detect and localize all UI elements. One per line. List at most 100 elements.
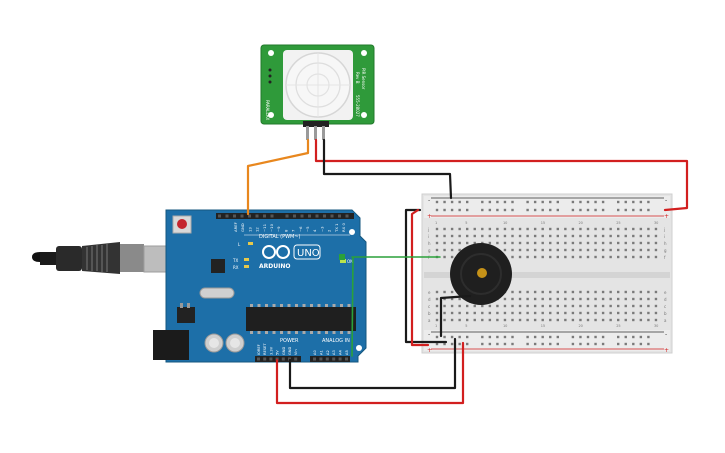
- analog-pin[interactable]: [345, 357, 348, 361]
- rail-hole: [624, 208, 627, 212]
- power-pin[interactable]: [288, 357, 291, 361]
- rail-hole: [579, 200, 582, 204]
- hole: [533, 248, 537, 252]
- analog-pin[interactable]: [325, 357, 329, 361]
- header-pin[interactable]: [323, 214, 326, 218]
- header-pin[interactable]: [263, 214, 266, 218]
- header-pin[interactable]: [270, 214, 274, 218]
- wire-red-arduino-5v[interactable]: [275, 341, 465, 405]
- rail-hole: [632, 200, 635, 204]
- analog-pin[interactable]: [319, 357, 323, 361]
- header-pin[interactable]: [330, 214, 334, 218]
- wire-red-pir-vcc[interactable]: [314, 138, 689, 212]
- column-number: 10: [503, 324, 507, 328]
- analog-pin[interactable]: [332, 357, 336, 361]
- hole: [435, 297, 439, 301]
- hole: [647, 241, 650, 245]
- hole: [586, 297, 590, 301]
- hole: [556, 297, 559, 301]
- header-pin-label: 7: [291, 229, 296, 232]
- row-letter: b: [428, 311, 431, 316]
- hole: [624, 311, 627, 315]
- hole: [579, 318, 582, 322]
- row-letter: j: [427, 227, 429, 232]
- digital-header[interactable]: [216, 213, 354, 219]
- power-pin[interactable]: [269, 357, 273, 361]
- power-pin[interactable]: [281, 357, 285, 361]
- wire-orange-signal[interactable]: [246, 138, 310, 216]
- pir-sensor[interactable]: PIR Sensor Rev B PARALLAX 555-28027: [260, 44, 375, 140]
- header-pin[interactable]: [308, 214, 311, 218]
- mount-hole: [349, 229, 355, 235]
- header-pin[interactable]: [233, 214, 236, 218]
- header-pin[interactable]: [218, 214, 221, 218]
- row-letter: i: [428, 234, 429, 239]
- header-pin[interactable]: [315, 214, 319, 218]
- rail-hole: [526, 200, 529, 204]
- hole: [466, 304, 469, 308]
- hole: [632, 290, 635, 294]
- hole: [466, 227, 469, 231]
- wire-black-arduino-gnd[interactable]: [288, 337, 457, 390]
- hole: [586, 290, 590, 294]
- header-pin[interactable]: [300, 214, 304, 218]
- header-pin[interactable]: [338, 214, 341, 218]
- hole: [647, 255, 650, 259]
- hole: [466, 311, 469, 315]
- rail-hole: [556, 208, 559, 212]
- header-pin[interactable]: [240, 214, 244, 218]
- hole: [571, 290, 575, 294]
- power-pin[interactable]: [294, 357, 298, 361]
- wire-black-buzzer-gnd[interactable]: [404, 208, 448, 344]
- hole: [526, 248, 529, 252]
- piezo-buzzer[interactable]: [450, 243, 512, 305]
- power-pin-label: IOREF: [257, 344, 261, 355]
- header-pin[interactable]: [248, 214, 251, 218]
- header-pin[interactable]: [345, 214, 349, 218]
- header-pin[interactable]: [225, 214, 229, 218]
- wire-green-pin[interactable]: [351, 256, 441, 357]
- header-pin[interactable]: [255, 214, 259, 218]
- analog-pin[interactable]: [313, 357, 316, 361]
- hole: [443, 297, 446, 301]
- analog-header[interactable]: [310, 356, 350, 362]
- hole: [647, 234, 650, 238]
- rail-hole: [511, 342, 514, 346]
- hole: [541, 255, 544, 259]
- hole: [518, 297, 522, 301]
- wire-red-rail-left[interactable]: [410, 208, 430, 347]
- hole: [586, 234, 590, 238]
- rail-hole: [443, 208, 446, 212]
- analog-pin-label: A3: [332, 350, 336, 355]
- rail-hole: [594, 335, 597, 339]
- hole: [496, 241, 499, 245]
- hole: [609, 318, 612, 322]
- hole: [639, 255, 643, 259]
- buzzer-ring: [460, 253, 502, 295]
- hole: [624, 304, 627, 308]
- hole: [571, 318, 575, 322]
- hole: [526, 241, 529, 245]
- wire-black-pir-gnd[interactable]: [322, 138, 453, 200]
- hole: [443, 304, 446, 308]
- hole: [549, 241, 552, 245]
- hole: [632, 318, 635, 322]
- power-pin[interactable]: [257, 357, 260, 361]
- rail-plus-label-top-right: +: [664, 213, 669, 220]
- power-pin[interactable]: [263, 357, 267, 361]
- pir-pins[interactable]: [303, 121, 329, 140]
- power-jack[interactable]: [153, 330, 189, 360]
- wire-black-buzzer-lead[interactable]: [439, 294, 472, 338]
- hole: [647, 248, 650, 252]
- row-letter: b: [664, 311, 667, 316]
- header-pin[interactable]: [293, 214, 296, 218]
- reset-button[interactable]: [172, 215, 192, 234]
- hole: [473, 311, 476, 315]
- analog-pin[interactable]: [338, 357, 342, 361]
- hole: [654, 304, 658, 308]
- power-pin-label: GND: [288, 347, 292, 355]
- hole: [601, 311, 605, 315]
- header-pin[interactable]: [285, 214, 289, 218]
- hole: [564, 297, 567, 301]
